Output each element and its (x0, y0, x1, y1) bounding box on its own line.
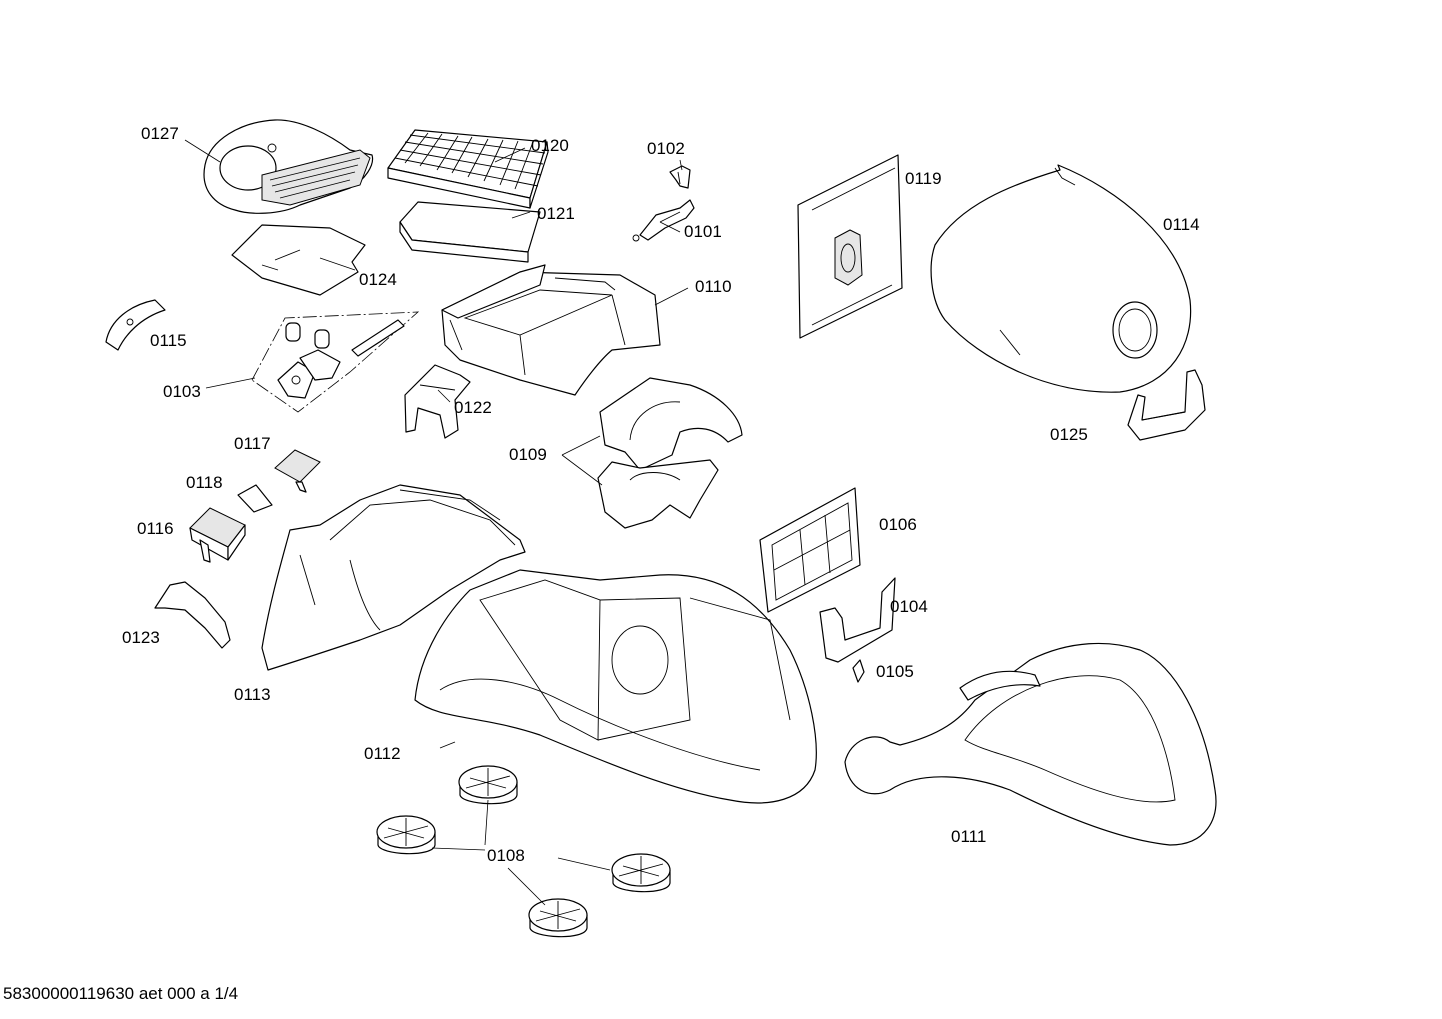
label-0118: 0118 (186, 473, 223, 492)
part-0114-lid (930, 164, 1192, 393)
part-0102-clip (669, 165, 691, 189)
label-0109: 0109 (509, 445, 547, 464)
part-0119-dust-bag (797, 154, 903, 339)
wheel-2 (376, 815, 436, 855)
part-0101-latch (632, 199, 695, 242)
part-0111-frame (844, 642, 1217, 846)
label-0116: 0116 (137, 519, 174, 538)
label-0103: 0103 (163, 382, 201, 401)
part-0113-chassis (261, 484, 526, 671)
part-0122-holder (404, 364, 471, 439)
part-0120-filter (387, 129, 549, 209)
label-0110: 0110 (695, 277, 732, 296)
part-0115-clip (105, 299, 166, 351)
label-0115: 0115 (150, 331, 187, 350)
part-0112-base (414, 569, 817, 804)
wheel-3 (611, 853, 671, 893)
part-0103-kit (251, 311, 420, 413)
part-0117-grille (274, 449, 321, 493)
part-0108-wheels (376, 765, 671, 938)
label-0123: 0123 (122, 628, 160, 647)
label-0120: 0120 (531, 136, 569, 155)
label-0119: 0119 (905, 169, 942, 188)
label-0108: 0108 (487, 846, 525, 865)
label-0114: 0114 (1163, 215, 1200, 234)
part-0123-clip (154, 581, 231, 649)
wheel-1 (458, 765, 518, 805)
label-0105: 0105 (876, 662, 914, 681)
label-0121: 0121 (537, 204, 575, 223)
leader-lines (184, 139, 689, 906)
label-0127: 0127 (141, 124, 179, 143)
part-0118-block (237, 484, 273, 513)
label-0113: 0113 (234, 685, 271, 704)
label-0111: 0111 (951, 827, 987, 846)
document-footer: 58300000119630 aet 000 a 1/4 (3, 984, 239, 1003)
label-0101: 0101 (684, 222, 722, 241)
part-0121-prefilter (399, 201, 541, 263)
part-0110-housing (441, 264, 661, 396)
part-0125-handle (1127, 369, 1206, 441)
label-0124: 0124 (359, 270, 397, 289)
part-0116-grille (189, 507, 246, 563)
label-0117: 0117 (234, 434, 271, 453)
label-0125: 0125 (1050, 425, 1088, 444)
wheel-4 (528, 898, 588, 938)
part-0127-top-cover (203, 119, 374, 214)
part-0106-filter-frame (759, 487, 861, 613)
part-0109-motor-cover (597, 377, 743, 529)
label-0106: 0106 (879, 515, 917, 534)
label-0102: 0102 (647, 139, 685, 158)
label-0122: 0122 (454, 398, 492, 417)
part-0105-clip (852, 659, 865, 683)
part-0104-bracket (819, 577, 896, 663)
label-0112: 0112 (364, 744, 401, 763)
part-0124-sheet (231, 224, 366, 296)
label-0104: 0104 (890, 597, 928, 616)
